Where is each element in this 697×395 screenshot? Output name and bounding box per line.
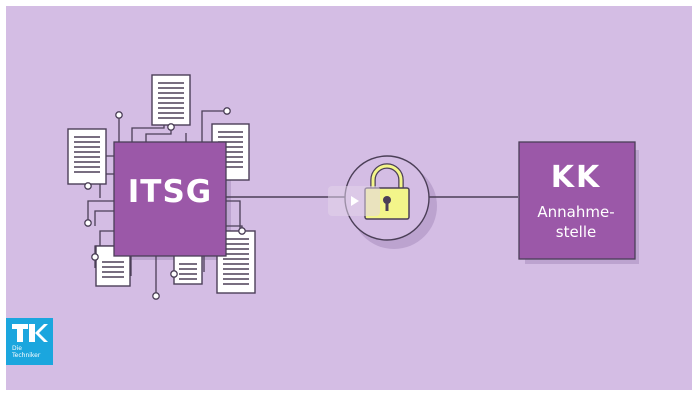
node-dot [84, 182, 92, 190]
wire [201, 110, 227, 142]
itsg-nodes [84, 107, 246, 300]
itsg-box [113, 141, 227, 257]
document-icon [95, 245, 131, 287]
node-dot [170, 270, 178, 278]
video-play-button[interactable] [328, 186, 380, 216]
kk-title: KK [550, 160, 602, 195]
node-dot [167, 123, 175, 131]
tk-logo: Die Techniker [6, 318, 53, 365]
wire [94, 210, 114, 226]
kk-box [518, 141, 636, 260]
node-dot [223, 107, 231, 115]
itsg-documents [67, 74, 256, 294]
node-dot [84, 219, 92, 227]
itsg-label: ITSG [127, 174, 213, 210]
document-icon [216, 230, 256, 294]
wire [87, 200, 114, 221]
tk-logo-mark [12, 324, 48, 342]
kk-subtitle: Annahme- stelle [537, 203, 615, 241]
document-icon [151, 74, 191, 126]
wire [226, 200, 241, 231]
node-dot [152, 292, 160, 300]
node-dot [238, 227, 246, 235]
tk-logo-text: Die Techniker [12, 345, 41, 359]
document-icon [67, 128, 107, 185]
play-icon [351, 196, 359, 206]
node-dot [91, 253, 99, 261]
diagram-frame: ITSG KK Annahme- stelle Die Techniker [6, 6, 692, 390]
node-dot [115, 111, 123, 119]
wire [145, 127, 172, 142]
